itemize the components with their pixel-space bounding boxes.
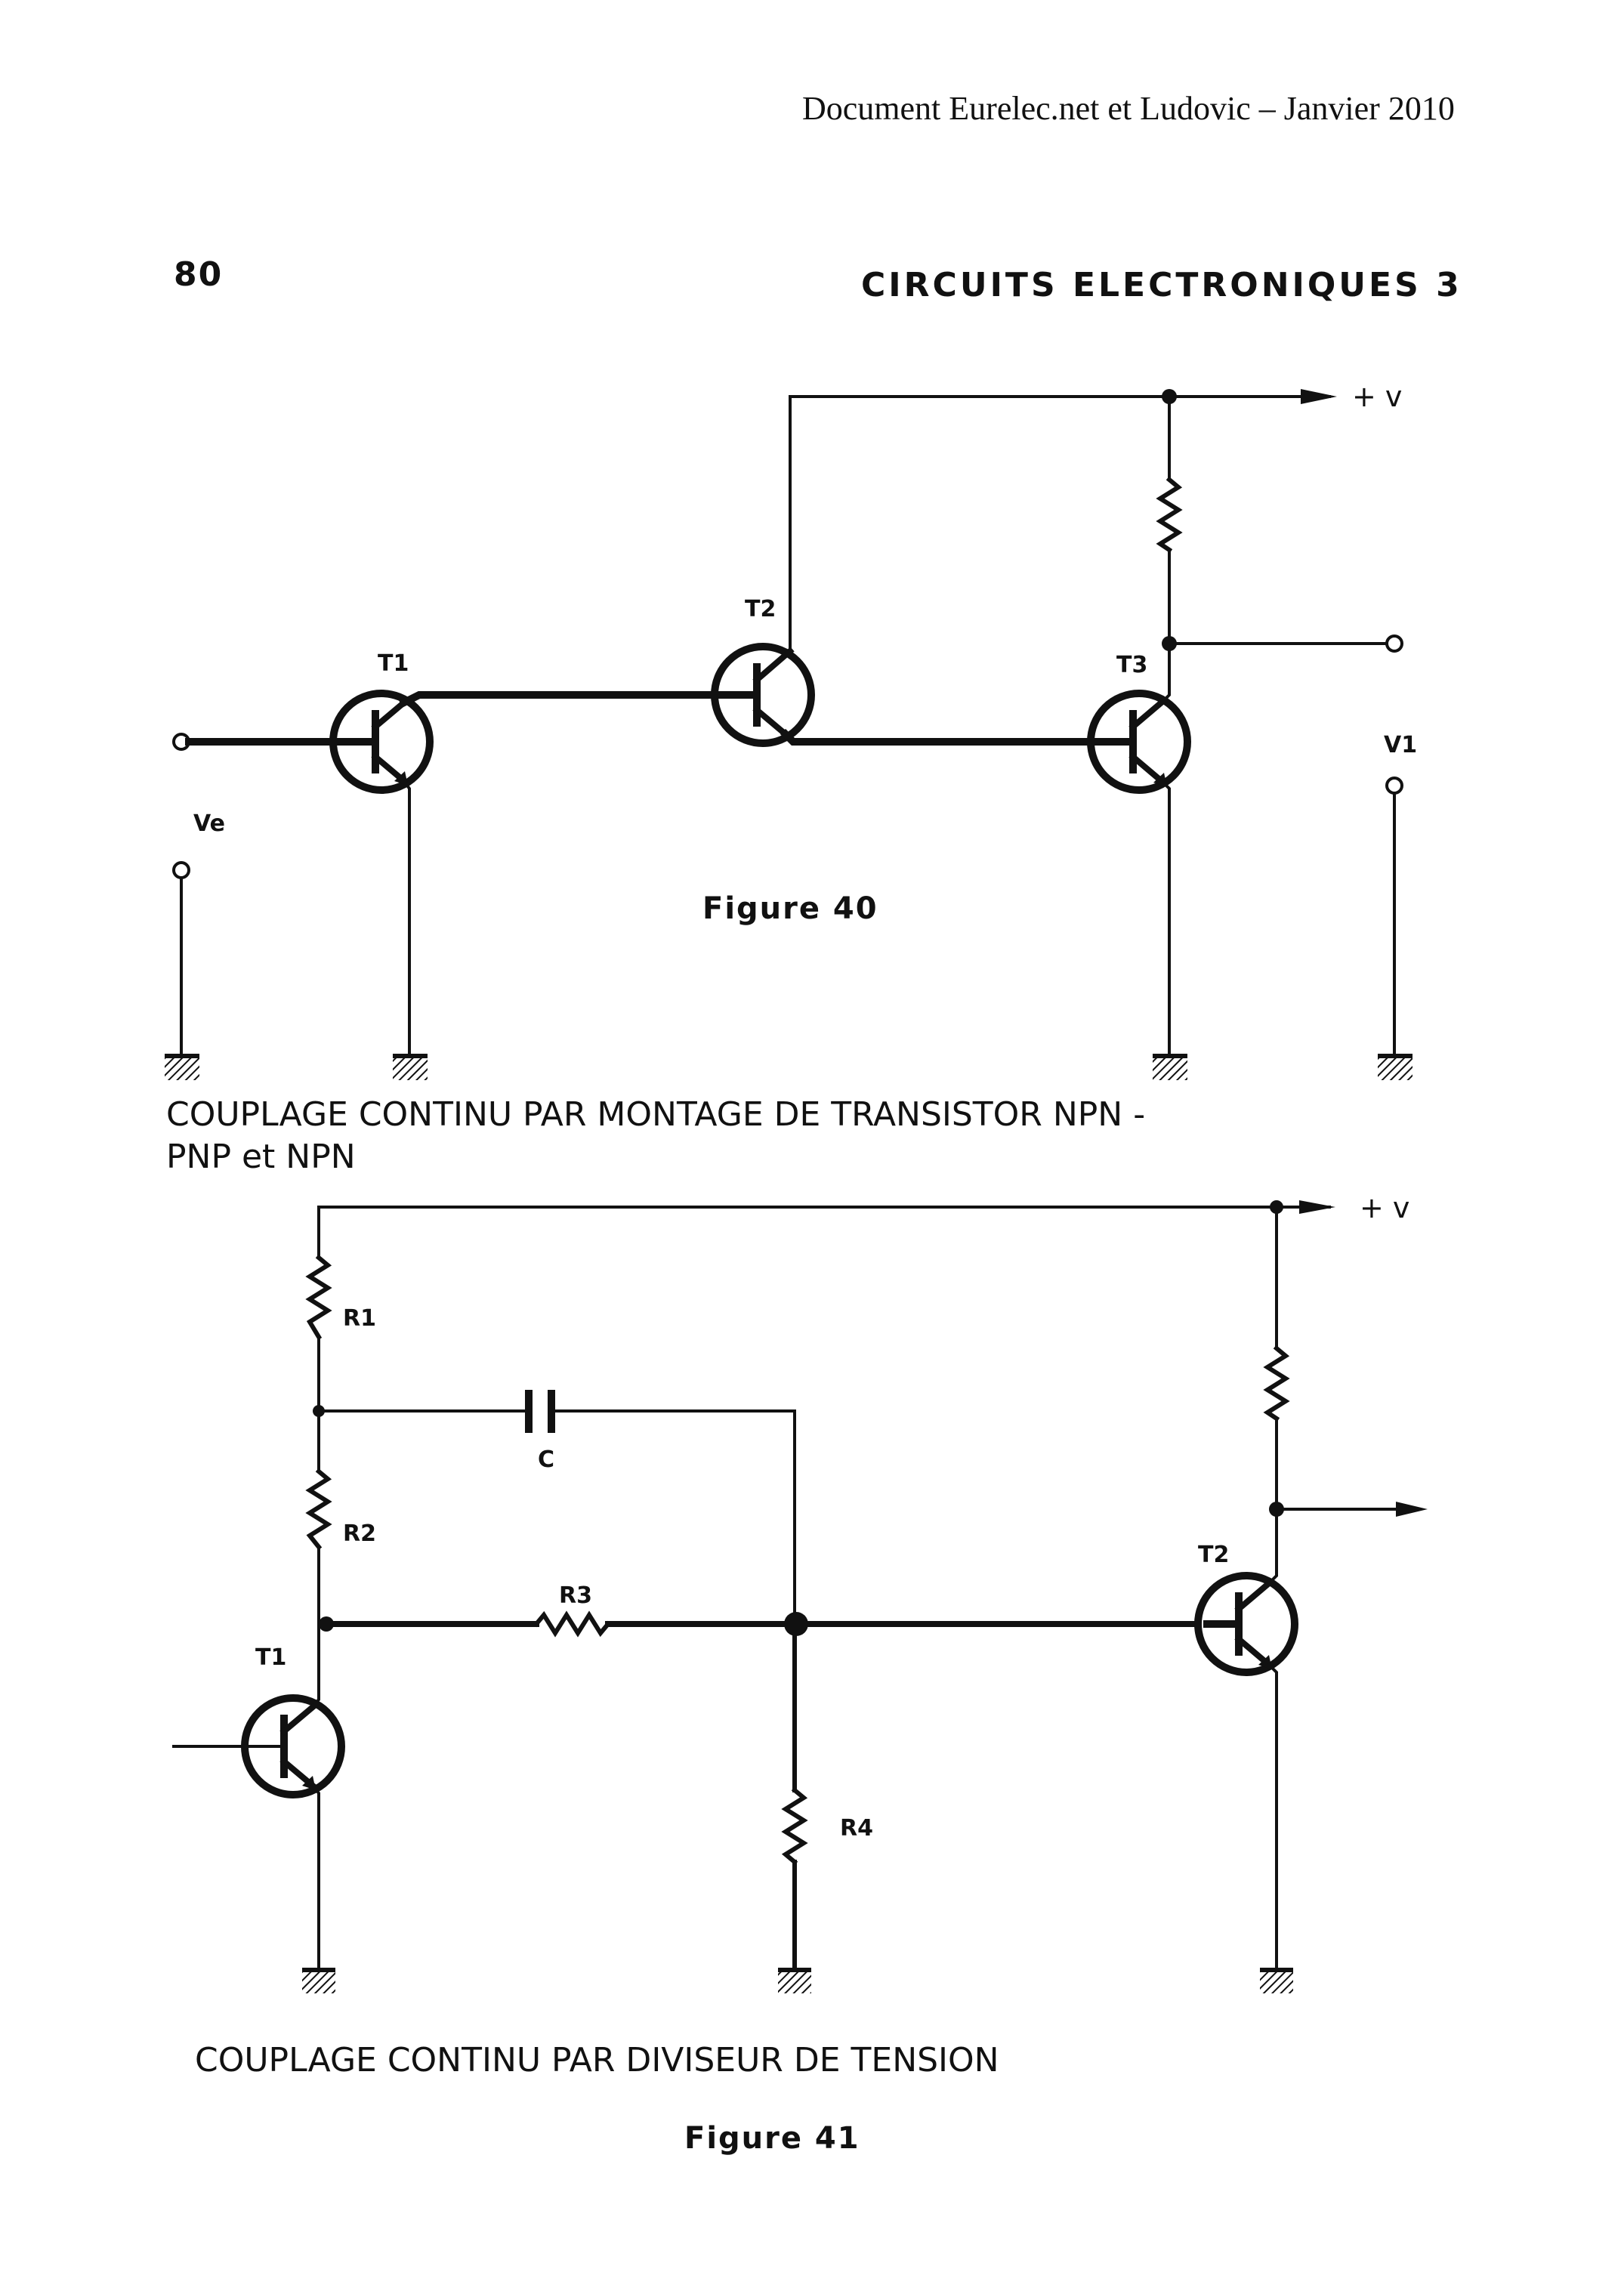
figure-41-schematic [172,1200,1428,1993]
document-header: Document Eurelec.net et Ludovic – Janvie… [802,90,1455,127]
t2-emitter-wire [1267,1663,1278,1969]
resistor-r4 [781,1622,808,1970]
ground-symbols-41 [302,1968,1293,1993]
figure-40-label: Figure 40 [702,891,878,926]
resistor-r3 [323,1610,798,1638]
transistor-t1-40 [329,690,434,794]
label-r2: R2 [343,1521,376,1547]
figure-40-caption-line2: PNP et NPN [166,1138,356,1176]
transistor-t1-41 [172,1622,345,1969]
transistor-t2-41 [1194,1572,1298,1676]
output-terminal-40 [1162,634,1403,653]
transistor-t2-40 [711,643,815,747]
supply-rail-40 [789,389,1337,644]
capacitor-c [317,1390,796,1626]
label-supply-41: + v [1360,1191,1409,1224]
label-r4: R4 [840,1815,873,1842]
label-r3: R3 [559,1582,592,1609]
label-v1-40: V1 [1384,732,1417,758]
figure-40-schematic [165,389,1413,1080]
label-t2-40: T2 [745,596,776,622]
figure-41-caption: COUPLAGE CONTINU PAR DIVISEUR DE TENSION [195,2041,999,2079]
figure-40-caption: COUPLAGE CONTINU PAR MONTAGE DE TRANSIST… [166,1094,1145,1178]
output-arrow-41 [1275,1502,1428,1517]
wiring-40 [172,641,1403,1055]
label-t2-41: T2 [1198,1542,1229,1568]
collector-resistor-40 [1156,395,1183,645]
figure-41-label: Figure 41 [684,2121,860,2156]
ground-symbols-40 [165,1054,1413,1080]
supply-rail-41 [317,1200,1335,1259]
collector-resistor-41 [1263,1206,1290,1585]
page-number: 80 [174,255,224,294]
figure-40-caption-line1: COUPLAGE CONTINU PAR MONTAGE DE TRANSIST… [166,1095,1146,1134]
transistor-t3-40 [1087,690,1191,794]
label-r1: R1 [343,1305,376,1332]
label-ve-40: Ve [193,810,225,837]
label-t1-40: T1 [378,650,409,677]
label-t3-40: T3 [1116,652,1147,678]
running-title: CIRCUITS ELECTRONIQUES 3 [861,266,1462,304]
label-supply-40: + v [1352,380,1402,413]
resistor-r2 [305,1409,332,1626]
label-c: C [538,1446,554,1473]
label-t1-41: T1 [255,1644,286,1671]
resistor-r1 [305,1254,332,1413]
